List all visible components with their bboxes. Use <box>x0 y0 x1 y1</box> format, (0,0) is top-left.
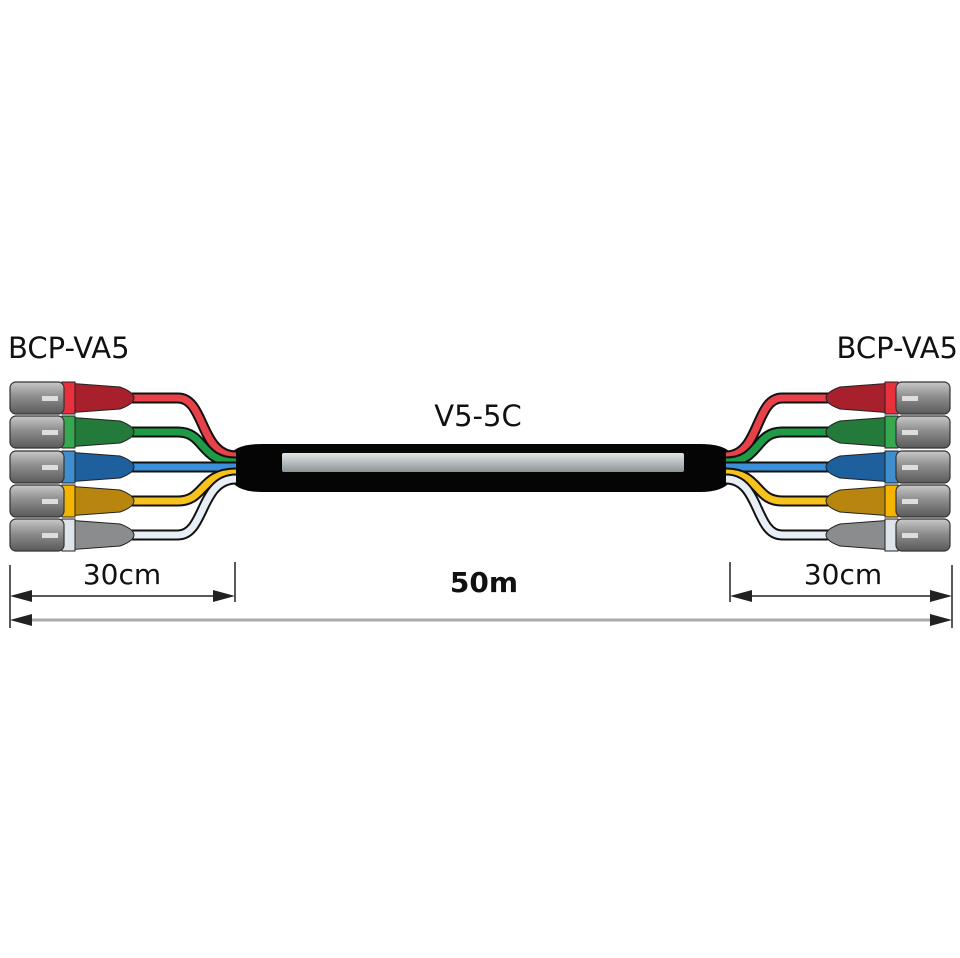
wire-red-left <box>130 394 237 460</box>
dimension-lines <box>9 562 953 628</box>
arrowhead-icon <box>213 590 235 602</box>
wire-white-left <box>130 475 237 539</box>
main-cable <box>232 444 730 492</box>
arrowhead-icon <box>930 590 952 602</box>
left-breakout-length: 30cm <box>83 558 161 591</box>
bnc-connector-white-left <box>9 518 135 552</box>
bnc-connector-red-right <box>825 381 951 415</box>
cable-highlight <box>282 453 684 472</box>
right-connectors <box>825 381 951 552</box>
wire-green-right <box>725 428 830 466</box>
bnc-connector-blue-left <box>9 450 135 484</box>
arrowhead-icon <box>10 614 32 626</box>
wire-green-left <box>130 428 237 466</box>
wire-white-right <box>725 475 830 539</box>
arrowhead-icon <box>10 590 32 602</box>
right-breakout-length: 30cm <box>804 558 882 591</box>
bnc-connector-yellow-left <box>9 484 135 518</box>
bnc-connector-blue-right <box>825 450 951 484</box>
right-breakout <box>725 392 830 541</box>
arrowhead-icon <box>930 614 952 626</box>
bnc-connector-green-right <box>825 415 951 449</box>
bnc-connector-green-left <box>9 415 135 449</box>
total-length: 50m <box>450 566 518 599</box>
wire-yellow-right <box>725 469 830 505</box>
cable-type-label: V5-5C <box>434 399 521 433</box>
bnc-connector-yellow-right <box>825 484 951 518</box>
bnc-connector-white-right <box>825 518 951 552</box>
wire-red-right <box>725 394 830 460</box>
arrowhead-icon <box>730 590 752 602</box>
left-breakout <box>130 392 237 541</box>
left-connector-label: BCP-VA5 <box>8 331 130 365</box>
bnc-connector-red-left <box>9 381 135 415</box>
right-connector-label: BCP-VA5 <box>836 331 958 365</box>
left-connectors <box>9 381 135 552</box>
wire-yellow-left <box>130 469 237 505</box>
